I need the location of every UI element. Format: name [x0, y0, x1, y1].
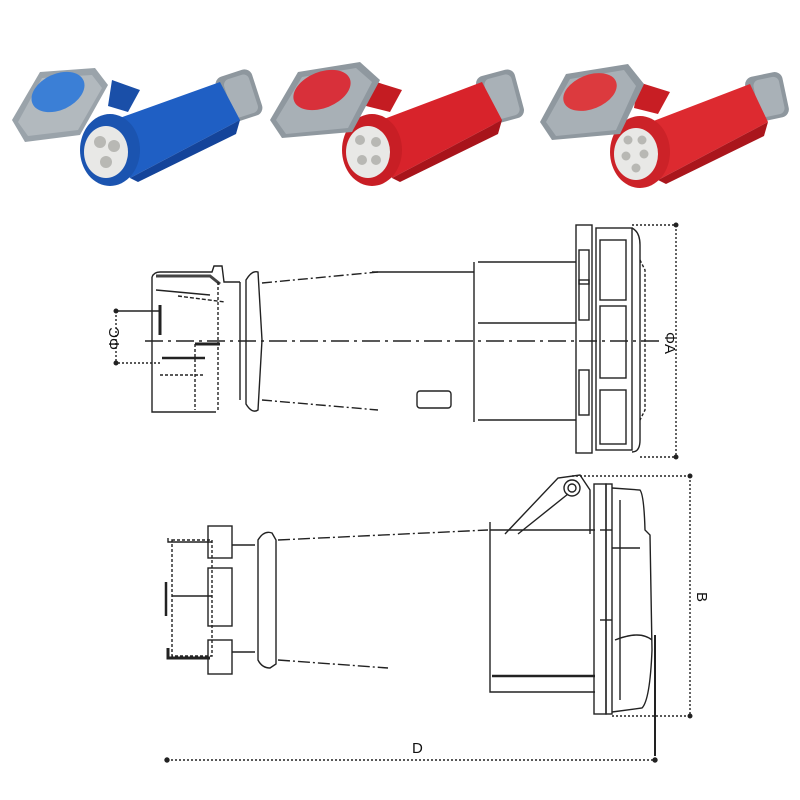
- product-photo-red-socket-5pin: [540, 64, 789, 188]
- side-view-drawing: [164, 473, 693, 763]
- product-photo-red-socket-4pin: [270, 62, 524, 186]
- lid-icon: [270, 62, 380, 138]
- dimension-label-d: D: [412, 740, 423, 757]
- lid-icon: [540, 64, 644, 140]
- product-photo-blue-socket: [12, 68, 263, 186]
- top-view-drawing: [113, 222, 679, 460]
- dimension-label-phi-c: ΦC: [106, 327, 123, 350]
- dimension-label-phi-a: ΦA: [661, 332, 678, 354]
- dimension-label-b: B: [693, 592, 710, 603]
- lid-icon: [12, 68, 108, 142]
